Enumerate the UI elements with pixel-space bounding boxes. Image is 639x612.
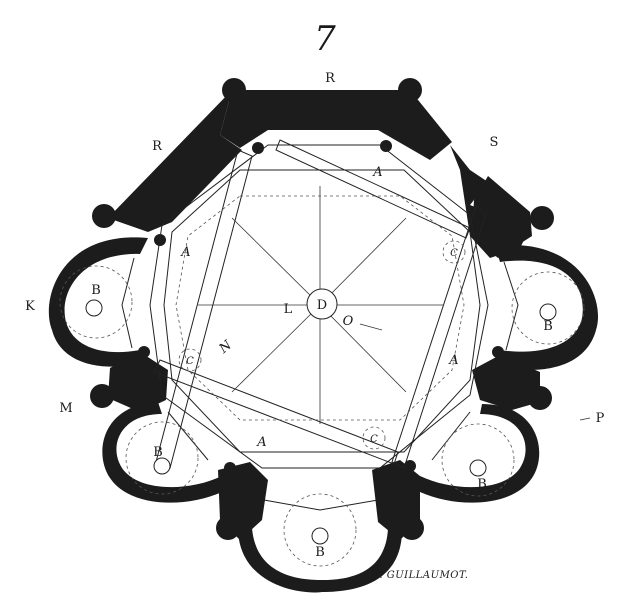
label-C2: C xyxy=(186,356,194,367)
label-P: P xyxy=(596,411,605,426)
dashed-octagon xyxy=(175,195,465,421)
label-L: L xyxy=(284,302,293,317)
crossing-beams xyxy=(153,139,487,469)
label-N: N xyxy=(216,338,236,358)
label-M: M xyxy=(59,401,72,416)
label-B1: B xyxy=(91,283,101,298)
apse-K-wall xyxy=(48,237,148,367)
c-markers xyxy=(178,240,466,450)
apse-interiors xyxy=(59,257,585,567)
central-oculus xyxy=(306,288,338,320)
apse-right-wall xyxy=(495,244,599,370)
label-A4: A xyxy=(256,435,266,450)
label-C1: C xyxy=(450,248,458,259)
label-O-leader xyxy=(359,323,383,331)
label-R-top: R xyxy=(325,71,336,86)
apse-M-wall xyxy=(102,402,222,503)
label-B2: B xyxy=(543,319,553,334)
label-P-leader xyxy=(579,417,591,421)
engraver-signature: E. GUILLAUMOT. xyxy=(371,570,469,581)
column-bulbs xyxy=(90,78,554,540)
label-K: K xyxy=(25,299,35,314)
label-B4: B xyxy=(477,477,487,492)
solid-walls xyxy=(108,90,540,540)
vault-ribs xyxy=(198,186,444,424)
label-A2: A xyxy=(180,245,190,260)
label-A1: A xyxy=(372,165,382,180)
label-O: O xyxy=(343,314,354,329)
label-D: D xyxy=(317,298,327,313)
label-B3: B xyxy=(153,445,163,460)
label-S: S xyxy=(490,135,499,150)
apse-centres xyxy=(85,299,557,545)
inner-octagon xyxy=(149,144,489,469)
label-R-left: R xyxy=(152,139,163,154)
apse-bottom-wall xyxy=(238,528,402,593)
plan-labels: R R S K M P L D O N A A A A A B B B B B … xyxy=(25,71,604,560)
apse-P-wall xyxy=(420,404,540,503)
figure-number: 7 xyxy=(314,19,336,59)
label-A3: A xyxy=(448,353,458,368)
label-B5: B xyxy=(315,545,325,560)
label-C3: C xyxy=(370,434,378,445)
